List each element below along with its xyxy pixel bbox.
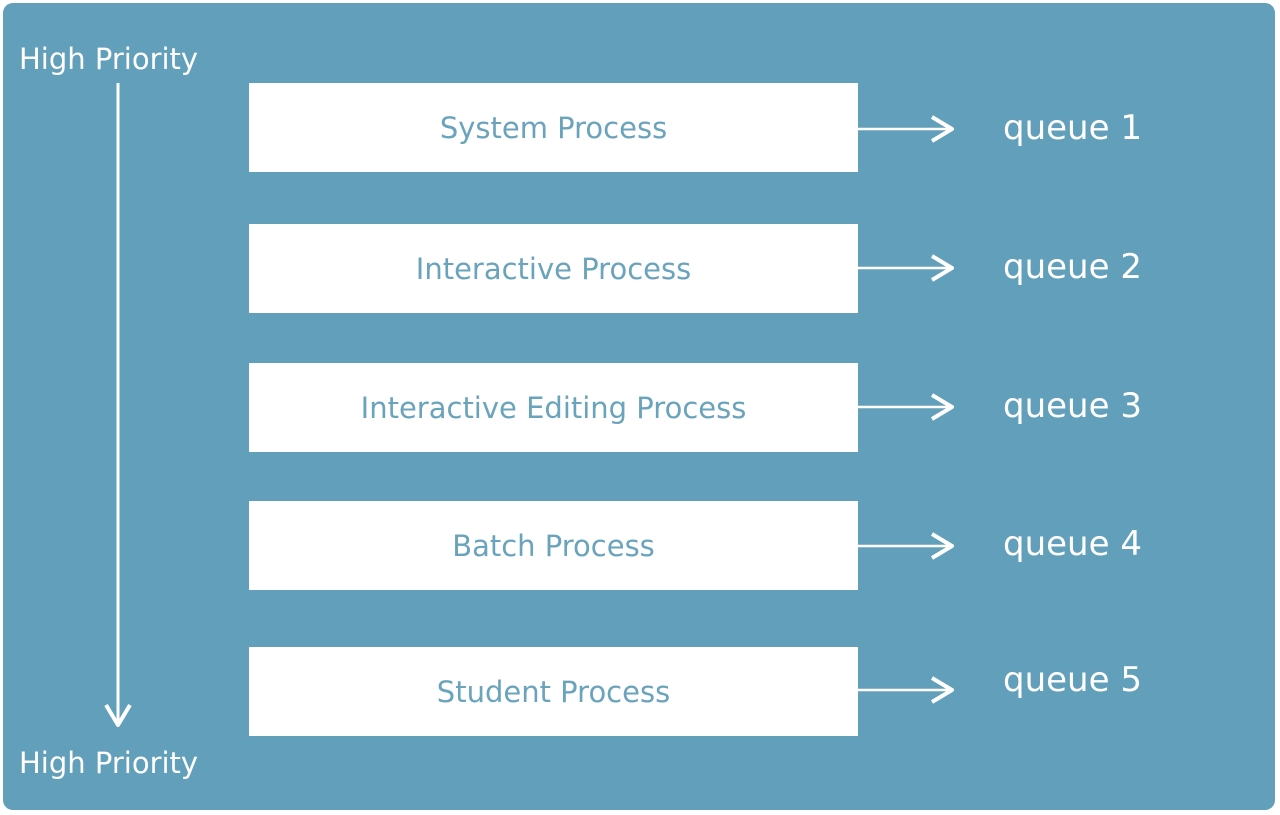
priority-direction-arrow [104,83,132,727]
arrow-right-icon [856,532,954,560]
process-box-system: System Process [249,83,858,172]
queue-label-1: queue 1 [1003,108,1142,148]
process-box-student: Student Process [249,647,858,736]
process-box-interactive: Interactive Process [249,224,858,313]
queue-label-2: queue 2 [1003,247,1142,287]
queue-label-4: queue 4 [1003,524,1142,564]
arrow-right-icon [856,676,954,704]
diagram-panel: High Priority High Priority System Proce… [3,3,1275,810]
arrow-right-icon [856,393,954,421]
process-box-batch: Batch Process [249,501,858,590]
arrow-right-icon [856,115,954,143]
priority-top-label: High Priority [19,42,199,76]
arrow-right-icon [856,254,954,282]
process-box-interactive-editing: Interactive Editing Process [249,363,858,452]
queue-label-3: queue 3 [1003,386,1142,426]
priority-bottom-label: High Priority [19,746,199,780]
queue-label-5: queue 5 [1003,660,1142,700]
